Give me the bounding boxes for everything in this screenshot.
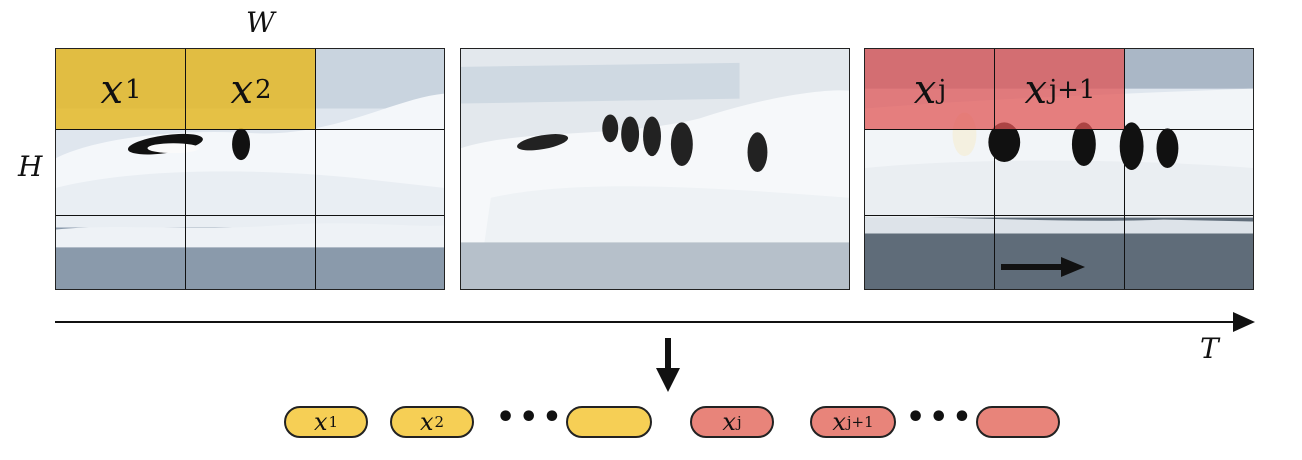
time-axis-arrow-icon <box>55 312 1255 332</box>
video-frame-2 <box>460 48 850 290</box>
highlight-red <box>865 49 1125 130</box>
token-yellow-blank <box>566 406 652 438</box>
width-label: W <box>246 6 275 39</box>
time-label: T <box>1200 332 1219 365</box>
penguin-scene-2 <box>461 49 849 289</box>
token-red-blank <box>976 406 1060 438</box>
height-label: H <box>18 150 43 183</box>
ellipsis-red: ••• <box>906 400 976 435</box>
down-arrow-icon <box>656 338 680 392</box>
ellipsis-yellow: ••• <box>496 400 566 435</box>
highlight-yellow <box>56 49 316 130</box>
motion-arrow-icon <box>1001 257 1085 277</box>
